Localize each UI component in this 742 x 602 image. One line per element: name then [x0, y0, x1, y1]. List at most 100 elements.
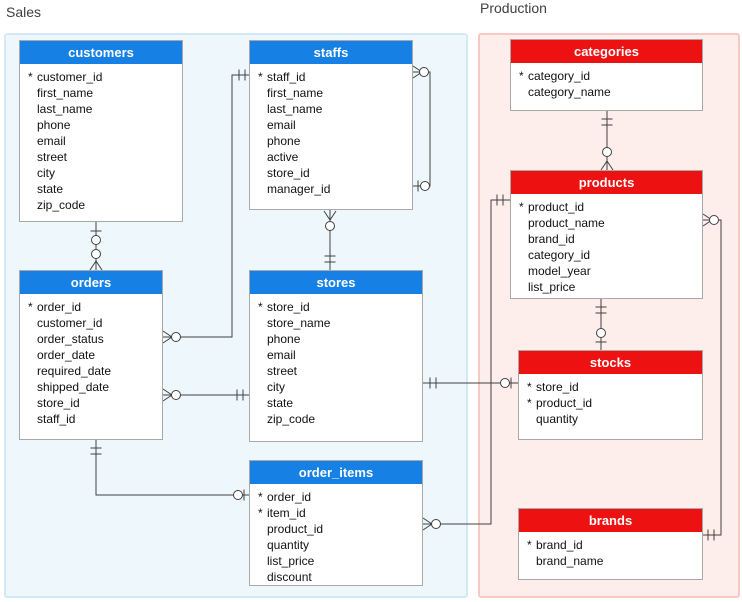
field-indent: [258, 165, 267, 181]
er-table-title[interactable]: customers: [20, 41, 182, 64]
cardinality-circle-icon: [602, 147, 612, 157]
field-name: store_id: [536, 380, 579, 394]
field-indent: [28, 315, 37, 331]
field-products-category_id: category_id: [519, 247, 698, 263]
er-table-title[interactable]: staffs: [250, 41, 412, 64]
field-stores-store_id: *store_id: [258, 299, 418, 315]
field-order_items-order_id: *order_id: [258, 489, 418, 505]
field-name: store_name: [267, 316, 331, 330]
field-customers-customer_id: *customer_id: [28, 69, 178, 85]
relationship-order_items-products: [422, 194, 510, 531]
relationship-products-stocks: [595, 299, 607, 350]
er-table-title[interactable]: order_items: [250, 461, 422, 484]
field-indent: [519, 263, 528, 279]
field-products-model_year: model_year: [519, 263, 698, 279]
field-name: last_name: [37, 102, 93, 116]
cardinality-circle-icon: [431, 519, 441, 529]
field-name: phone: [267, 134, 301, 148]
crowfoot-icon: [606, 160, 614, 171]
field-name: zip_code: [267, 412, 316, 426]
er-table-title[interactable]: products: [511, 171, 702, 194]
er-table-title[interactable]: stores: [250, 271, 422, 294]
field-indent: [28, 85, 37, 101]
field-orders-store_id: store_id: [28, 395, 158, 411]
er-table-title[interactable]: stocks: [519, 351, 702, 374]
field-indent: [258, 363, 267, 379]
field-indent: [258, 181, 267, 197]
field-stores-state: state: [258, 395, 418, 411]
crowfoot-icon: [162, 336, 173, 344]
field-indent: [519, 279, 528, 295]
crowfoot-icon: [162, 394, 173, 402]
field-name: order_id: [267, 490, 312, 504]
cardinality-circle-icon: [325, 221, 335, 231]
field-indent: [258, 379, 267, 395]
field-brands-brand_name: brand_name: [527, 553, 698, 569]
relationship-orders-stores: [162, 388, 249, 402]
field-name: product_name: [528, 216, 605, 230]
field-name: staff_id: [37, 412, 76, 426]
field-indent: [519, 231, 528, 247]
field-orders-staff_id: staff_id: [28, 411, 158, 427]
crowfoot-icon: [422, 523, 433, 531]
field-indent: [28, 133, 37, 149]
field-name: store_id: [267, 300, 310, 314]
er-table-title[interactable]: brands: [519, 509, 702, 532]
cardinality-circle-icon: [171, 332, 181, 342]
er-table-title[interactable]: categories: [511, 40, 702, 63]
field-indent: [258, 101, 267, 117]
field-name: order_date: [37, 348, 96, 362]
field-name: model_year: [528, 264, 591, 278]
field-name: brand_id: [536, 538, 583, 552]
production-region: [478, 33, 740, 598]
field-indent: [519, 84, 528, 100]
field-staffs-store_id: store_id: [258, 165, 408, 181]
field-name: staff_id: [267, 70, 306, 84]
field-stocks-quantity: quantity: [527, 411, 698, 427]
field-customers-phone: phone: [28, 117, 178, 133]
field-customers-first_name: first_name: [28, 85, 178, 101]
field-customers-city: city: [28, 165, 178, 181]
field-name: manager_id: [267, 182, 331, 196]
cardinality-circle-icon: [171, 390, 181, 400]
cardinality-circle-icon: [91, 249, 101, 259]
er-table-title[interactable]: orders: [20, 271, 162, 294]
cardinality-circle-icon: [233, 490, 243, 500]
field-name: last_name: [267, 102, 323, 116]
field-indent: [28, 395, 37, 411]
field-orders-order_date: order_date: [28, 347, 158, 363]
field-indent: [28, 363, 37, 379]
field-staffs-phone: phone: [258, 133, 408, 149]
field-name: email: [37, 134, 66, 148]
field-indent: [258, 553, 267, 569]
crowfoot-icon: [329, 210, 337, 221]
field-orders-customer_id: customer_id: [28, 315, 158, 331]
field-indent: [258, 331, 267, 347]
field-stores-street: street: [258, 363, 418, 379]
field-indent: [28, 165, 37, 181]
field-name: active: [267, 150, 299, 164]
field-name: city: [267, 380, 285, 394]
field-categories-category_name: category_name: [519, 84, 698, 100]
field-indent: [258, 395, 267, 411]
field-indent: [258, 347, 267, 363]
field-indent: [28, 117, 37, 133]
field-order_items-discount: discount: [258, 569, 418, 585]
primary-key-marker: *: [258, 70, 263, 84]
field-products-list_price: list_price: [519, 279, 698, 295]
field-staffs-email: email: [258, 117, 408, 133]
field-name: brand_name: [536, 554, 604, 568]
relationship-staffs-stores: [323, 210, 337, 270]
field-stores-phone: phone: [258, 331, 418, 347]
